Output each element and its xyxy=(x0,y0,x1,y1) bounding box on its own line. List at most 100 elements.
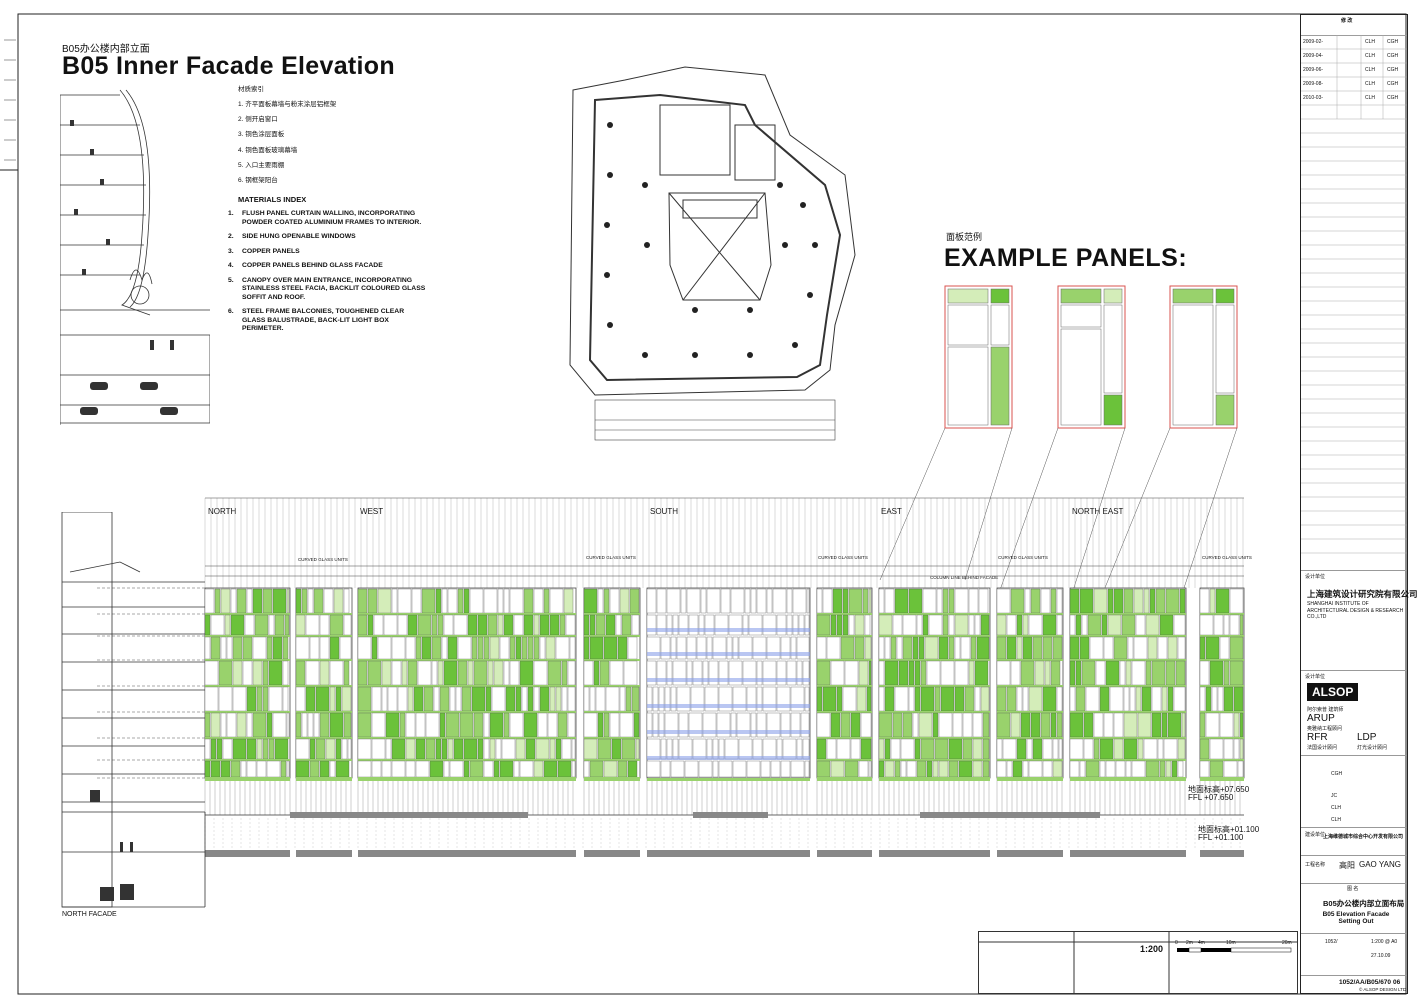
facade-panel xyxy=(272,712,287,738)
facade-panel xyxy=(357,660,368,686)
facade-panel xyxy=(563,588,574,614)
facade-panel xyxy=(521,686,528,712)
facade-panel xyxy=(1093,588,1108,614)
facade-panel xyxy=(463,738,478,760)
page-title: B05 Inner Facade Elevation xyxy=(62,52,395,80)
facade-panel xyxy=(609,588,620,614)
facade-panel xyxy=(301,588,308,614)
facade-panel xyxy=(309,636,320,660)
facade-panel xyxy=(262,686,269,712)
developer-label: 建设单位 xyxy=(1305,832,1326,838)
facade-panel xyxy=(796,660,803,686)
facade-panel xyxy=(555,686,562,712)
facade-panel xyxy=(329,636,340,660)
facade-panel xyxy=(646,712,653,738)
facade-panel xyxy=(315,738,326,760)
facade-panel xyxy=(948,760,959,778)
facade-panel xyxy=(1135,686,1142,712)
base-slab xyxy=(205,850,290,857)
facade-panel xyxy=(840,712,851,738)
facade-panel xyxy=(509,712,524,738)
facade-panel xyxy=(415,738,426,760)
scale-label: 1:200 xyxy=(1140,944,1164,954)
facade-panel xyxy=(391,760,406,778)
facade-panel xyxy=(972,738,983,760)
facade-panel xyxy=(698,760,713,778)
designer-name: JC xyxy=(1331,793,1338,799)
facade-panel xyxy=(1056,712,1063,738)
facade-panel xyxy=(603,712,610,738)
facade-panel xyxy=(1032,636,1043,660)
facade-panel xyxy=(515,686,522,712)
facade-panel xyxy=(483,636,490,660)
facade-panel xyxy=(589,760,604,778)
scale-tick-20: 20m xyxy=(1282,940,1292,946)
example-panel-2 xyxy=(1057,285,1126,429)
facade-panel xyxy=(960,636,971,660)
facade-panel xyxy=(1167,712,1182,738)
example-panels-title: EXAMPLE PANELS: xyxy=(944,244,1188,272)
facade-panel xyxy=(1145,660,1152,686)
facade-panel xyxy=(1229,614,1240,636)
facade-panel xyxy=(656,660,667,686)
facade-panel xyxy=(1199,614,1214,636)
facade-panel xyxy=(377,636,392,660)
facade-panel xyxy=(1199,712,1206,738)
facade-panel xyxy=(473,660,488,686)
facade-panel xyxy=(593,660,600,686)
facade-panel xyxy=(868,760,872,778)
approval-stamp-boxes xyxy=(978,931,1298,994)
building-section-drawing xyxy=(60,89,210,425)
base-slab xyxy=(296,850,352,857)
facade-panel xyxy=(405,760,416,778)
facade-panel xyxy=(1177,636,1186,660)
material-cn-3: 3. 铜色涂层面板 xyxy=(238,131,285,139)
facade-panel xyxy=(421,588,436,614)
facade-panel xyxy=(381,686,388,712)
facade-panel xyxy=(295,614,306,636)
facade-panel xyxy=(1042,636,1053,660)
facade-panel xyxy=(1133,588,1144,614)
facade-panel xyxy=(415,712,426,738)
facade-panel xyxy=(952,712,963,738)
facade-panel xyxy=(1229,636,1244,660)
facade-panel xyxy=(333,588,344,614)
facade-panel xyxy=(1012,760,1023,778)
facade-panel xyxy=(688,614,699,636)
facade-panel xyxy=(862,588,869,614)
facade-panel xyxy=(397,614,408,636)
facade-panel xyxy=(1237,760,1244,778)
facade-panel xyxy=(954,636,961,660)
facade-panel xyxy=(619,712,634,738)
facade-panel xyxy=(1199,588,1210,614)
facade-panel xyxy=(1010,588,1025,614)
facade-panel xyxy=(549,686,556,712)
facade-panel xyxy=(858,760,869,778)
facade-panel xyxy=(391,660,402,686)
facade-panel xyxy=(399,712,406,738)
facade-panel xyxy=(826,738,837,760)
facade-panel xyxy=(509,636,516,660)
facade-panel xyxy=(1022,760,1029,778)
facade-panel xyxy=(621,614,632,636)
facade-panel xyxy=(884,636,891,660)
facade-panel xyxy=(816,738,827,760)
rev-checker-3: CGH xyxy=(1387,67,1399,73)
facade-panel xyxy=(441,636,448,660)
facade-panel xyxy=(487,660,494,686)
facade-panel xyxy=(525,738,536,760)
facade-panel xyxy=(1199,660,1210,686)
facade-panel xyxy=(968,588,979,614)
facade-panel xyxy=(417,660,432,686)
facade-panel xyxy=(252,660,263,686)
facade-panel xyxy=(407,660,418,686)
rev-checker-4: CGH xyxy=(1387,81,1399,87)
ldp-logo: LDP xyxy=(1357,732,1377,743)
material-en-4: 4.COPPER PANELS BEHIND GLASS FACADE xyxy=(228,262,383,270)
facade-panel xyxy=(286,588,290,614)
facade-panel xyxy=(1171,760,1178,778)
facade-panel xyxy=(357,588,368,614)
facade-panel xyxy=(499,760,514,778)
material-cn-2: 2. 侧开启窗口 xyxy=(238,116,278,124)
facade-panel xyxy=(980,686,990,712)
